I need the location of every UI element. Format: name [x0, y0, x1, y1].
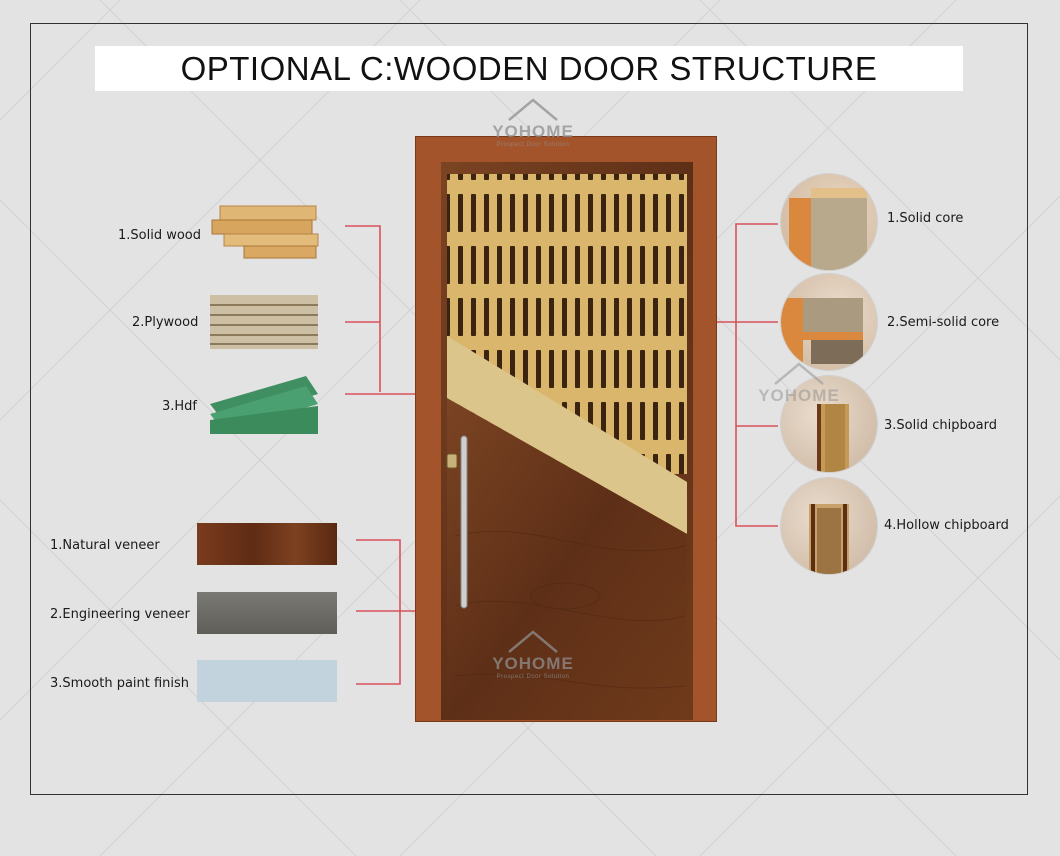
- label-solid-wood: 1.Solid wood: [118, 228, 202, 243]
- hdf-board-icon: [210, 376, 318, 434]
- engineering-veneer-swatch: [197, 592, 337, 634]
- smooth-paint-finish-swatch: [197, 660, 337, 702]
- solid-wood-planks-icon: [211, 205, 319, 259]
- label-solid-chipboard: 3.Solid chipboard: [884, 418, 998, 433]
- label-hollow-chipboard: 4.Hollow chipboard: [884, 518, 1009, 533]
- hollow-chipboard-section-icon: [781, 478, 877, 574]
- solid-chipboard-section-icon: [781, 376, 877, 472]
- label-semi-solid-core: 2.Semi-solid core: [887, 315, 1000, 330]
- watermark-logo-bottom: YOHOME Prospect Door Solution: [478, 628, 588, 680]
- house-logo-icon: [508, 98, 558, 121]
- label-solid-core: 1.Solid core: [887, 211, 964, 226]
- plywood-layers-icon: [210, 295, 318, 349]
- label-smooth-paint-finish: 3.Smooth paint finish: [50, 676, 190, 691]
- label-engineering-veneer: 2.Engineering veneer: [50, 607, 190, 622]
- door-illustration: [415, 136, 717, 722]
- diagram-frame: [30, 23, 1028, 795]
- diagram-title: OPTIONAL C:WOODEN DOOR STRUCTURE: [95, 46, 963, 91]
- label-natural-veneer: 1.Natural veneer: [50, 538, 160, 553]
- semi-solid-core-section-icon: [781, 274, 877, 370]
- watermark-logo-top: YOHOME Prospect Door Solution: [478, 96, 588, 148]
- label-hdf: 3.Hdf: [162, 399, 198, 414]
- solid-core-section-icon: [781, 174, 877, 270]
- house-logo-icon: [774, 362, 824, 385]
- watermark-logo-right: YOHOME: [744, 360, 854, 406]
- natural-veneer-swatch: [197, 523, 337, 565]
- house-logo-icon: [508, 630, 558, 653]
- label-plywood: 2.Plywood: [132, 315, 199, 330]
